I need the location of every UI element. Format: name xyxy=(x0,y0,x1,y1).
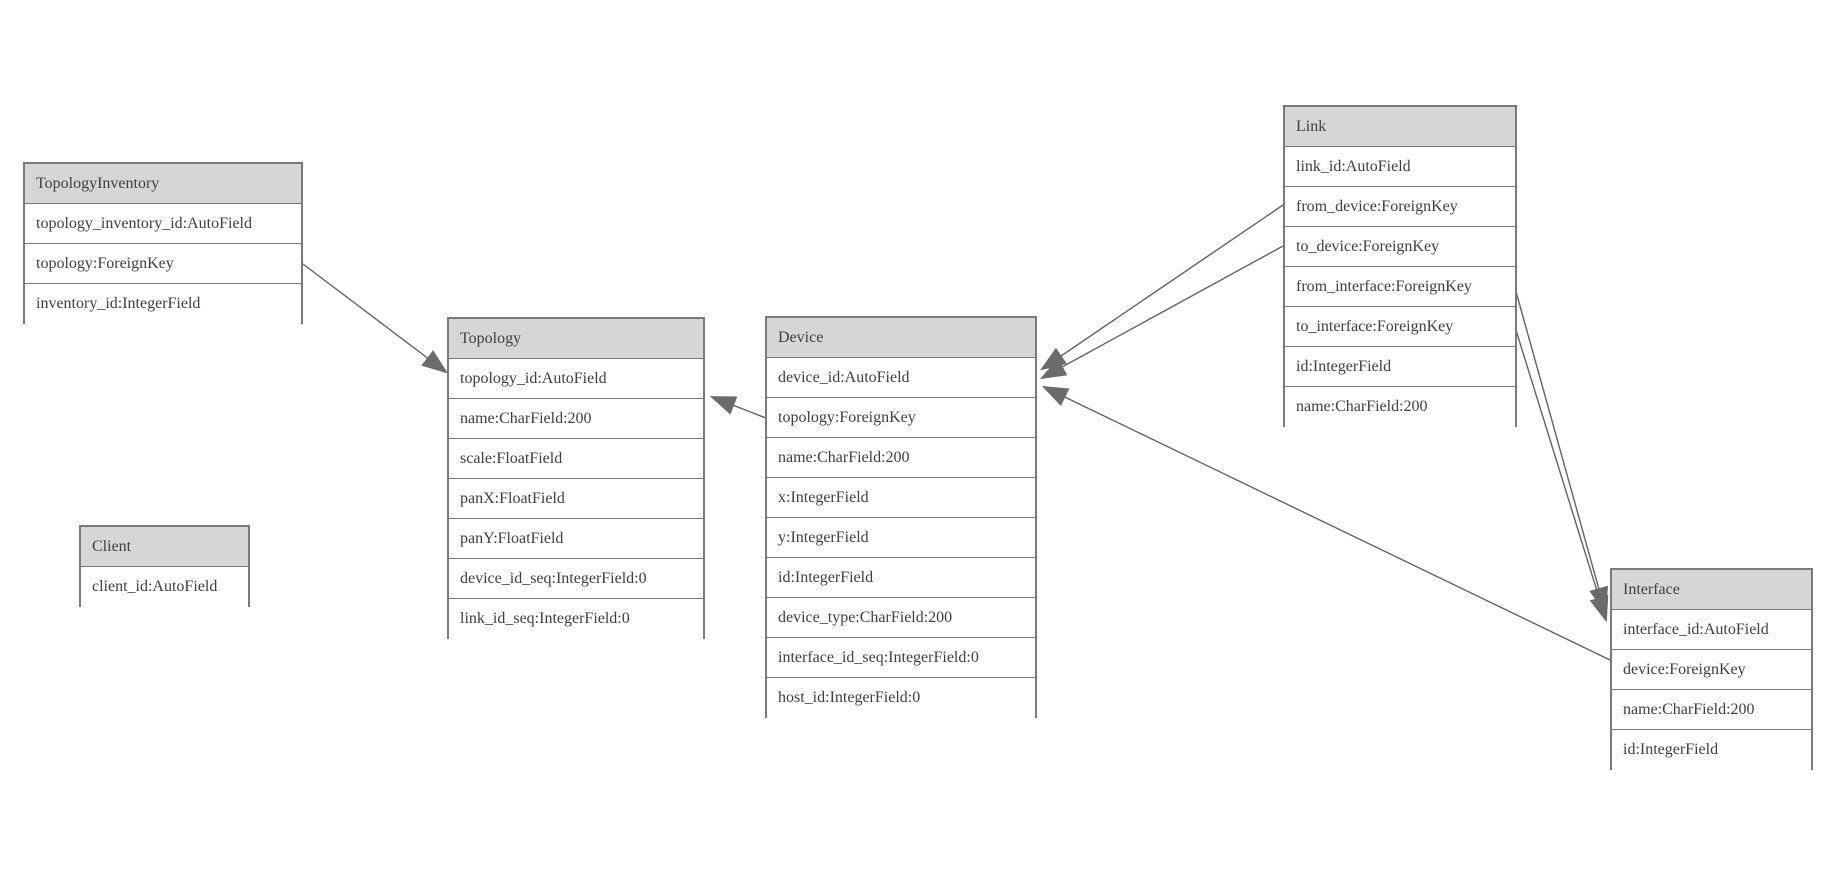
entity-field-row: id:IntegerField xyxy=(1285,347,1515,387)
entity-field-row: to_device:ForeignKey xyxy=(1285,227,1515,267)
edge-link-to_interface-to-interface xyxy=(1514,326,1609,623)
edge-topologyinventory-topology-to-topology xyxy=(302,263,448,374)
entity-title: Topology xyxy=(449,319,703,359)
entity-field-row: name:CharField:200 xyxy=(449,399,703,439)
entity-field-row: to_interface:ForeignKey xyxy=(1285,307,1515,347)
entity-field-row: device_id:AutoField xyxy=(767,358,1035,398)
entity-field-row: id:IntegerField xyxy=(1612,730,1811,770)
entity-field-row: topology:ForeignKey xyxy=(25,244,301,284)
entity-field-row: x:IntegerField xyxy=(767,478,1035,518)
entity-field-row: host_id:IntegerField:0 xyxy=(767,678,1035,718)
entity-title: Interface xyxy=(1612,570,1811,610)
entity-field-row: name:CharField:200 xyxy=(1285,387,1515,427)
entity-field-row: interface_id_seq:IntegerField:0 xyxy=(767,638,1035,678)
entity-field-row: topology_inventory_id:AutoField xyxy=(25,204,301,244)
entity-field-row: link_id:AutoField xyxy=(1285,147,1515,187)
entity-field-row: device_type:CharField:200 xyxy=(767,598,1035,638)
entity-field-row: from_device:ForeignKey xyxy=(1285,187,1515,227)
entity-field-row: device_id_seq:IntegerField:0 xyxy=(449,559,703,599)
edge-link-from_interface-to-interface xyxy=(1514,287,1609,614)
entity-field-row: id:IntegerField xyxy=(767,558,1035,598)
entity-title: TopologyInventory xyxy=(25,164,301,204)
entity-field-row: interface_id:AutoField xyxy=(1612,610,1811,650)
entity-field-row: panY:FloatField xyxy=(449,519,703,559)
entity-field-row: name:CharField:200 xyxy=(767,438,1035,478)
entity-title: Device xyxy=(767,318,1035,358)
entity-field-row: panX:FloatField xyxy=(449,479,703,519)
edge-link-to_device-to-device xyxy=(1039,245,1284,380)
entity-field-row: name:CharField:200 xyxy=(1612,690,1811,730)
entity-field-row: device:ForeignKey xyxy=(1612,650,1811,690)
edge-link-from_device-to-device xyxy=(1039,204,1284,371)
entity-field-row: client_id:AutoField xyxy=(81,567,248,607)
entity-field-row: scale:FloatField xyxy=(449,439,703,479)
entity-field-row: from_interface:ForeignKey xyxy=(1285,267,1515,307)
edge-interface-device-to-device xyxy=(1041,385,1611,661)
entity-field-row: topology:ForeignKey xyxy=(767,398,1035,438)
edge-device-topology-to-topology xyxy=(709,396,767,419)
entity-field-row: y:IntegerField xyxy=(767,518,1035,558)
entity-field-row: link_id_seq:IntegerField:0 xyxy=(449,599,703,639)
entity-title: Link xyxy=(1285,107,1515,147)
entity-field-row: inventory_id:IntegerField xyxy=(25,284,301,324)
entity-title: Client xyxy=(81,527,248,567)
entity-field-row: topology_id:AutoField xyxy=(449,359,703,399)
